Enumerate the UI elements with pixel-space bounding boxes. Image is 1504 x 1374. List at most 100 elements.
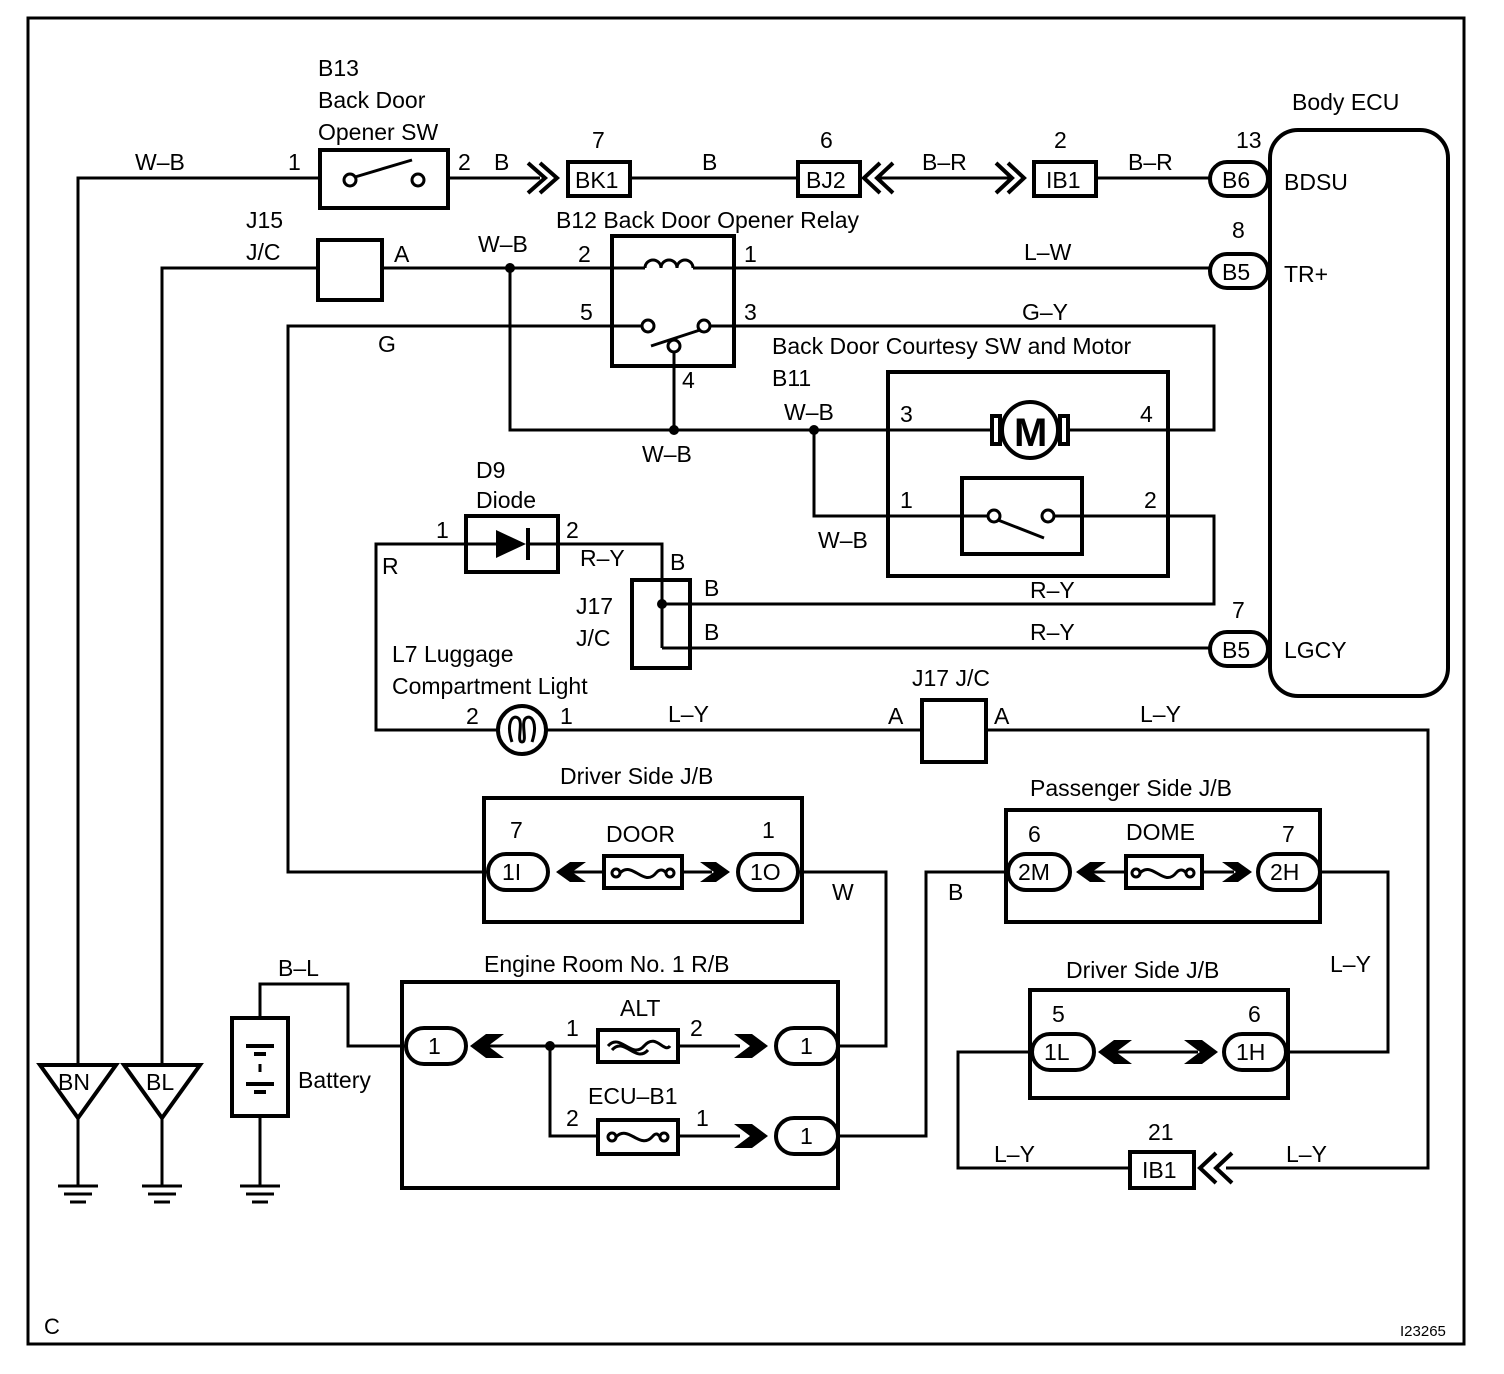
svg-text:Back Door: Back Door xyxy=(318,87,426,113)
b13-back-door-opener-switch: B13 Back Door Opener SW 1 2 xyxy=(288,55,471,210)
wire-label-ly: L–Y xyxy=(1330,951,1371,977)
svg-text:DOME: DOME xyxy=(1126,819,1195,845)
svg-text:J/C: J/C xyxy=(576,625,611,651)
svg-text:BN: BN xyxy=(58,1069,90,1095)
svg-text:1: 1 xyxy=(428,1033,441,1059)
svg-text:B5: B5 xyxy=(1222,259,1250,285)
passenger-side-junction-block: Passenger Side J/B 2M 6 DOME 2H 7 xyxy=(1004,775,1322,924)
svg-text:6: 6 xyxy=(1028,821,1041,847)
diagram-frame xyxy=(26,16,1466,1346)
svg-text:1: 1 xyxy=(696,1105,709,1131)
svg-text:1: 1 xyxy=(800,1123,813,1149)
svg-text:Back Door Courtesy SW and Moto: Back Door Courtesy SW and Motor xyxy=(772,333,1132,359)
connector-bj2: BJ2 6 xyxy=(796,127,895,198)
svg-text:D9: D9 xyxy=(476,457,505,483)
svg-text:A: A xyxy=(994,703,1010,729)
svg-text:8: 8 xyxy=(1232,217,1245,243)
wire-g-relay-door-fuse xyxy=(286,324,612,874)
svg-text:2: 2 xyxy=(690,1015,703,1041)
wire-gy-relay-motor xyxy=(734,324,1216,432)
svg-text:ECU–B1: ECU–B1 xyxy=(588,1083,677,1109)
svg-text:ALT: ALT xyxy=(620,995,660,1021)
svg-text:A: A xyxy=(394,241,410,267)
svg-text:2: 2 xyxy=(566,517,579,543)
svg-text:3: 3 xyxy=(744,299,757,325)
svg-text:1: 1 xyxy=(800,1033,813,1059)
svg-text:6: 6 xyxy=(820,127,833,153)
corner-label: C xyxy=(44,1314,60,1339)
wire-label-br: B–R xyxy=(922,149,967,175)
wire-label-ry: R–Y xyxy=(580,545,625,571)
svg-text:3: 3 xyxy=(900,401,913,427)
wire-ly-j17-ib1 xyxy=(986,728,1430,1170)
wire-label-b: B xyxy=(702,149,717,175)
svg-text:1: 1 xyxy=(288,149,301,175)
svg-text:DOOR: DOOR xyxy=(606,821,675,847)
wire-label-ly: L–Y xyxy=(994,1141,1035,1167)
svg-text:Engine Room No. 1 R/B: Engine Room No. 1 R/B xyxy=(484,951,729,977)
svg-text:Diode: Diode xyxy=(476,487,536,513)
svg-text:2: 2 xyxy=(1054,127,1067,153)
wire-label-gy: G–Y xyxy=(1022,299,1068,325)
svg-text:B: B xyxy=(704,619,719,645)
svg-text:4: 4 xyxy=(1140,401,1153,427)
svg-text:B11: B11 xyxy=(772,365,811,391)
fuse-icon xyxy=(614,1131,662,1143)
svg-text:Driver Side J/B: Driver Side J/B xyxy=(560,763,713,789)
driver-side-junction-block-door: Driver Side J/B 1I 7 DOOR 1O 1 xyxy=(482,763,804,924)
wire-wb-courtesy-sw xyxy=(812,430,890,518)
wire-b-dome-ecub1 xyxy=(838,870,1008,1138)
fuse-icon xyxy=(618,868,668,880)
svg-text:Opener SW: Opener SW xyxy=(318,119,438,145)
bulb-icon xyxy=(496,704,548,756)
svg-text:J15: J15 xyxy=(246,207,283,233)
svg-text:2: 2 xyxy=(1144,487,1157,513)
svg-text:1H: 1H xyxy=(1236,1039,1265,1065)
svg-text:6: 6 xyxy=(1248,1001,1261,1027)
wire-label-wb: W–B xyxy=(784,399,834,425)
svg-text:B: B xyxy=(670,549,685,575)
wire-label-ry: R–Y xyxy=(1030,577,1075,603)
wire-label-ly: L–Y xyxy=(1140,701,1181,727)
svg-text:2: 2 xyxy=(566,1105,579,1131)
wire-ry-courtesy-j17 xyxy=(662,514,1216,606)
fuse-icon xyxy=(1138,868,1188,880)
svg-text:IB1: IB1 xyxy=(1142,1157,1177,1183)
svg-text:1: 1 xyxy=(566,1015,579,1041)
svg-text:1I: 1I xyxy=(502,859,521,885)
svg-text:BJ2: BJ2 xyxy=(806,167,846,193)
wire-label-br: B–R xyxy=(1128,149,1173,175)
svg-text:2M: 2M xyxy=(1018,859,1050,885)
svg-text:Battery: Battery xyxy=(298,1067,371,1093)
svg-text:2: 2 xyxy=(458,149,471,175)
svg-text:1: 1 xyxy=(762,817,775,843)
svg-text:5: 5 xyxy=(580,299,593,325)
svg-text:2: 2 xyxy=(578,241,591,267)
connector-bk1: BK1 7 xyxy=(526,127,632,198)
svg-text:1O: 1O xyxy=(750,859,781,885)
wire-label-r: R xyxy=(382,553,399,579)
svg-text:J/C: J/C xyxy=(246,239,281,265)
svg-text:7: 7 xyxy=(592,127,605,153)
svg-text:B6: B6 xyxy=(1222,167,1250,193)
svg-text:5: 5 xyxy=(1052,1001,1065,1027)
wire-ground-bl xyxy=(160,266,318,1065)
wire-label-wb: W–B xyxy=(135,149,185,175)
j17-junction-connector-b: J17 J/C B B B xyxy=(576,549,719,670)
l7-luggage-compartment-light: L7 Luggage Compartment Light 2 1 xyxy=(392,641,588,756)
svg-text:1: 1 xyxy=(560,703,573,729)
svg-text:2H: 2H xyxy=(1270,859,1299,885)
svg-text:J17 J/C: J17 J/C xyxy=(912,665,990,691)
j15-junction-connector: J15 J/C A xyxy=(246,207,410,302)
svg-text:B5: B5 xyxy=(1222,637,1250,663)
svg-text:BDSU: BDSU xyxy=(1284,169,1348,195)
engine-room-relay-block: Engine Room No. 1 R/B 1 1 ALT 2 1 2 ECU–… xyxy=(400,951,840,1190)
svg-text:Driver Side J/B: Driver Side J/B xyxy=(1066,957,1219,983)
wire-label-b: B xyxy=(494,149,509,175)
svg-text:Passenger Side J/B: Passenger Side J/B xyxy=(1030,775,1232,801)
svg-text:21: 21 xyxy=(1148,1119,1174,1145)
svg-text:1: 1 xyxy=(744,241,757,267)
svg-text:1: 1 xyxy=(436,517,449,543)
wire-label-w: W xyxy=(832,879,854,905)
